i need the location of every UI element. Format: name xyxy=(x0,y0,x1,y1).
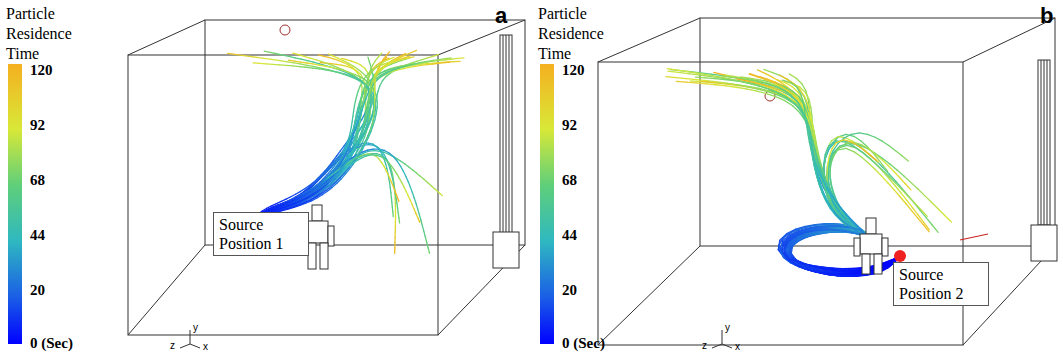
source-dot xyxy=(894,250,906,262)
tick-label: 20 xyxy=(30,283,45,298)
supply-column xyxy=(1031,60,1057,261)
tick-label: 92 xyxy=(30,118,45,133)
source-label: Source Position 2 xyxy=(899,265,983,303)
legend-title: Particle Residence Time xyxy=(538,4,618,64)
source-label-box: Source Position 1 xyxy=(213,212,309,256)
tick-label: 92 xyxy=(562,118,577,133)
tick-label: 20 xyxy=(562,283,577,298)
axis-letter: x xyxy=(203,342,208,352)
inlet-mark xyxy=(960,234,988,240)
tick-label: 0 (Sec) xyxy=(30,336,73,351)
axis-letter: y xyxy=(725,323,730,333)
room-outline xyxy=(598,18,1055,345)
axis-triad xyxy=(180,330,732,348)
source-label-box: Source Position 2 xyxy=(893,262,989,306)
occupant-manikin xyxy=(854,218,888,274)
tick-label: 0 (Sec) xyxy=(562,336,605,351)
color-bar xyxy=(8,64,22,344)
tick-label: 120 xyxy=(30,63,53,78)
tick-label: 68 xyxy=(562,173,577,188)
room-outline xyxy=(128,20,525,335)
panel-letter: b xyxy=(1040,5,1053,27)
tick-label: 44 xyxy=(562,228,577,243)
panel-letter: a xyxy=(495,5,507,27)
outlet-vent xyxy=(280,25,290,35)
source-label: Source Position 1 xyxy=(219,215,303,253)
tick-label: 44 xyxy=(30,228,45,243)
particle-trajectories xyxy=(666,69,952,277)
axis-letter: z xyxy=(702,341,707,351)
axis-letter: y xyxy=(193,323,198,333)
tick-label: 120 xyxy=(562,63,585,78)
legend-title: Particle Residence Time xyxy=(6,4,86,64)
axis-letter: z xyxy=(170,341,175,351)
color-bar xyxy=(540,64,554,344)
axis-letter: x xyxy=(735,342,740,352)
tick-label: 68 xyxy=(30,173,45,188)
supply-column xyxy=(493,35,519,268)
